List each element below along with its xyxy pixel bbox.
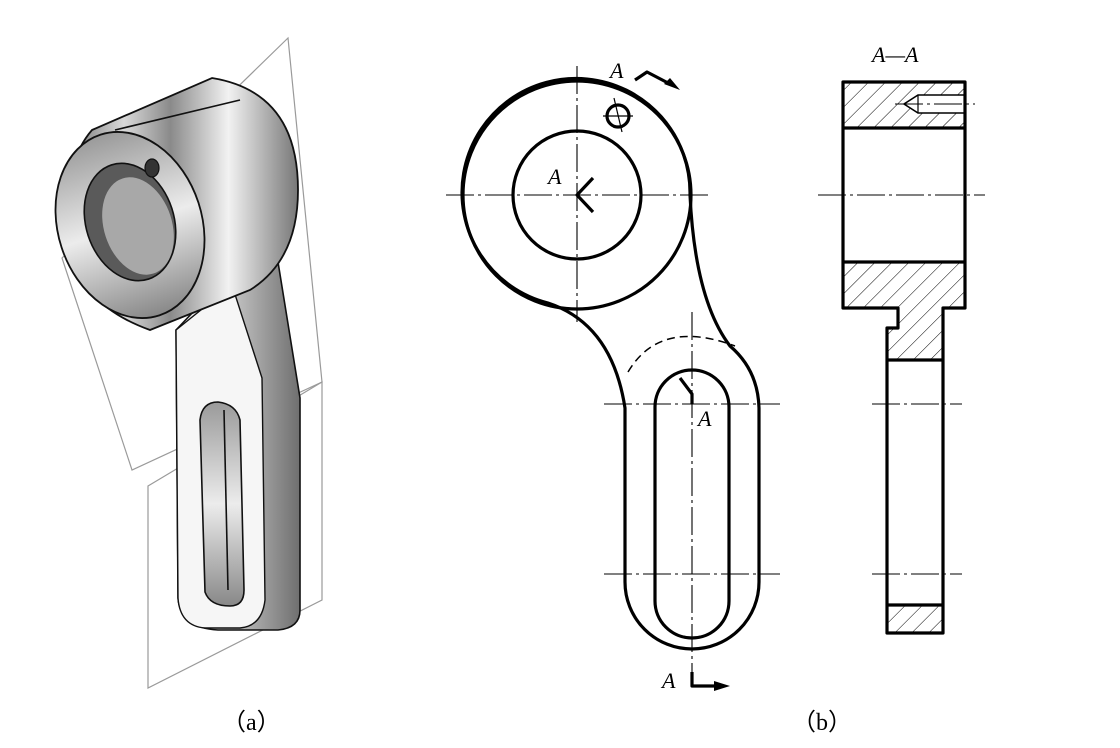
caption-a: （a）: [222, 710, 281, 736]
arm-slot-inner: [223, 409, 229, 591]
isometric-view: [54, 36, 323, 689]
cut-label-slot: A: [696, 406, 712, 431]
arm-slot: [199, 401, 245, 607]
section-hatch-bottom: [887, 605, 943, 633]
front-view: A A A A: [446, 58, 780, 693]
pin-hole: [144, 158, 160, 178]
section-outline: [841, 80, 967, 635]
cut-arrow-top: [634, 70, 671, 86]
part-outline: [460, 76, 761, 651]
hub-seam: [114, 99, 241, 131]
cut-mark-bore: [575, 176, 595, 214]
cut-label-bottom: A: [660, 668, 676, 693]
cut-arrow-top-head: [664, 78, 680, 90]
cut-arrow-bottom: [690, 672, 718, 688]
cut-mark-slot: [678, 377, 694, 404]
caption-b: （b）: [792, 710, 852, 736]
hub-bore-light: [102, 177, 174, 275]
cut-arrow-bottom-head: [714, 681, 730, 691]
section-view-title: A—A: [870, 42, 919, 67]
cut-label-bore: A: [546, 164, 562, 189]
cut-label-top: A: [608, 58, 624, 83]
section-hatch-middle: [843, 262, 965, 360]
hidden-arc: [627, 335, 736, 373]
section-view: A—A: [818, 42, 985, 635]
pin-hole-center-v: [613, 97, 623, 133]
